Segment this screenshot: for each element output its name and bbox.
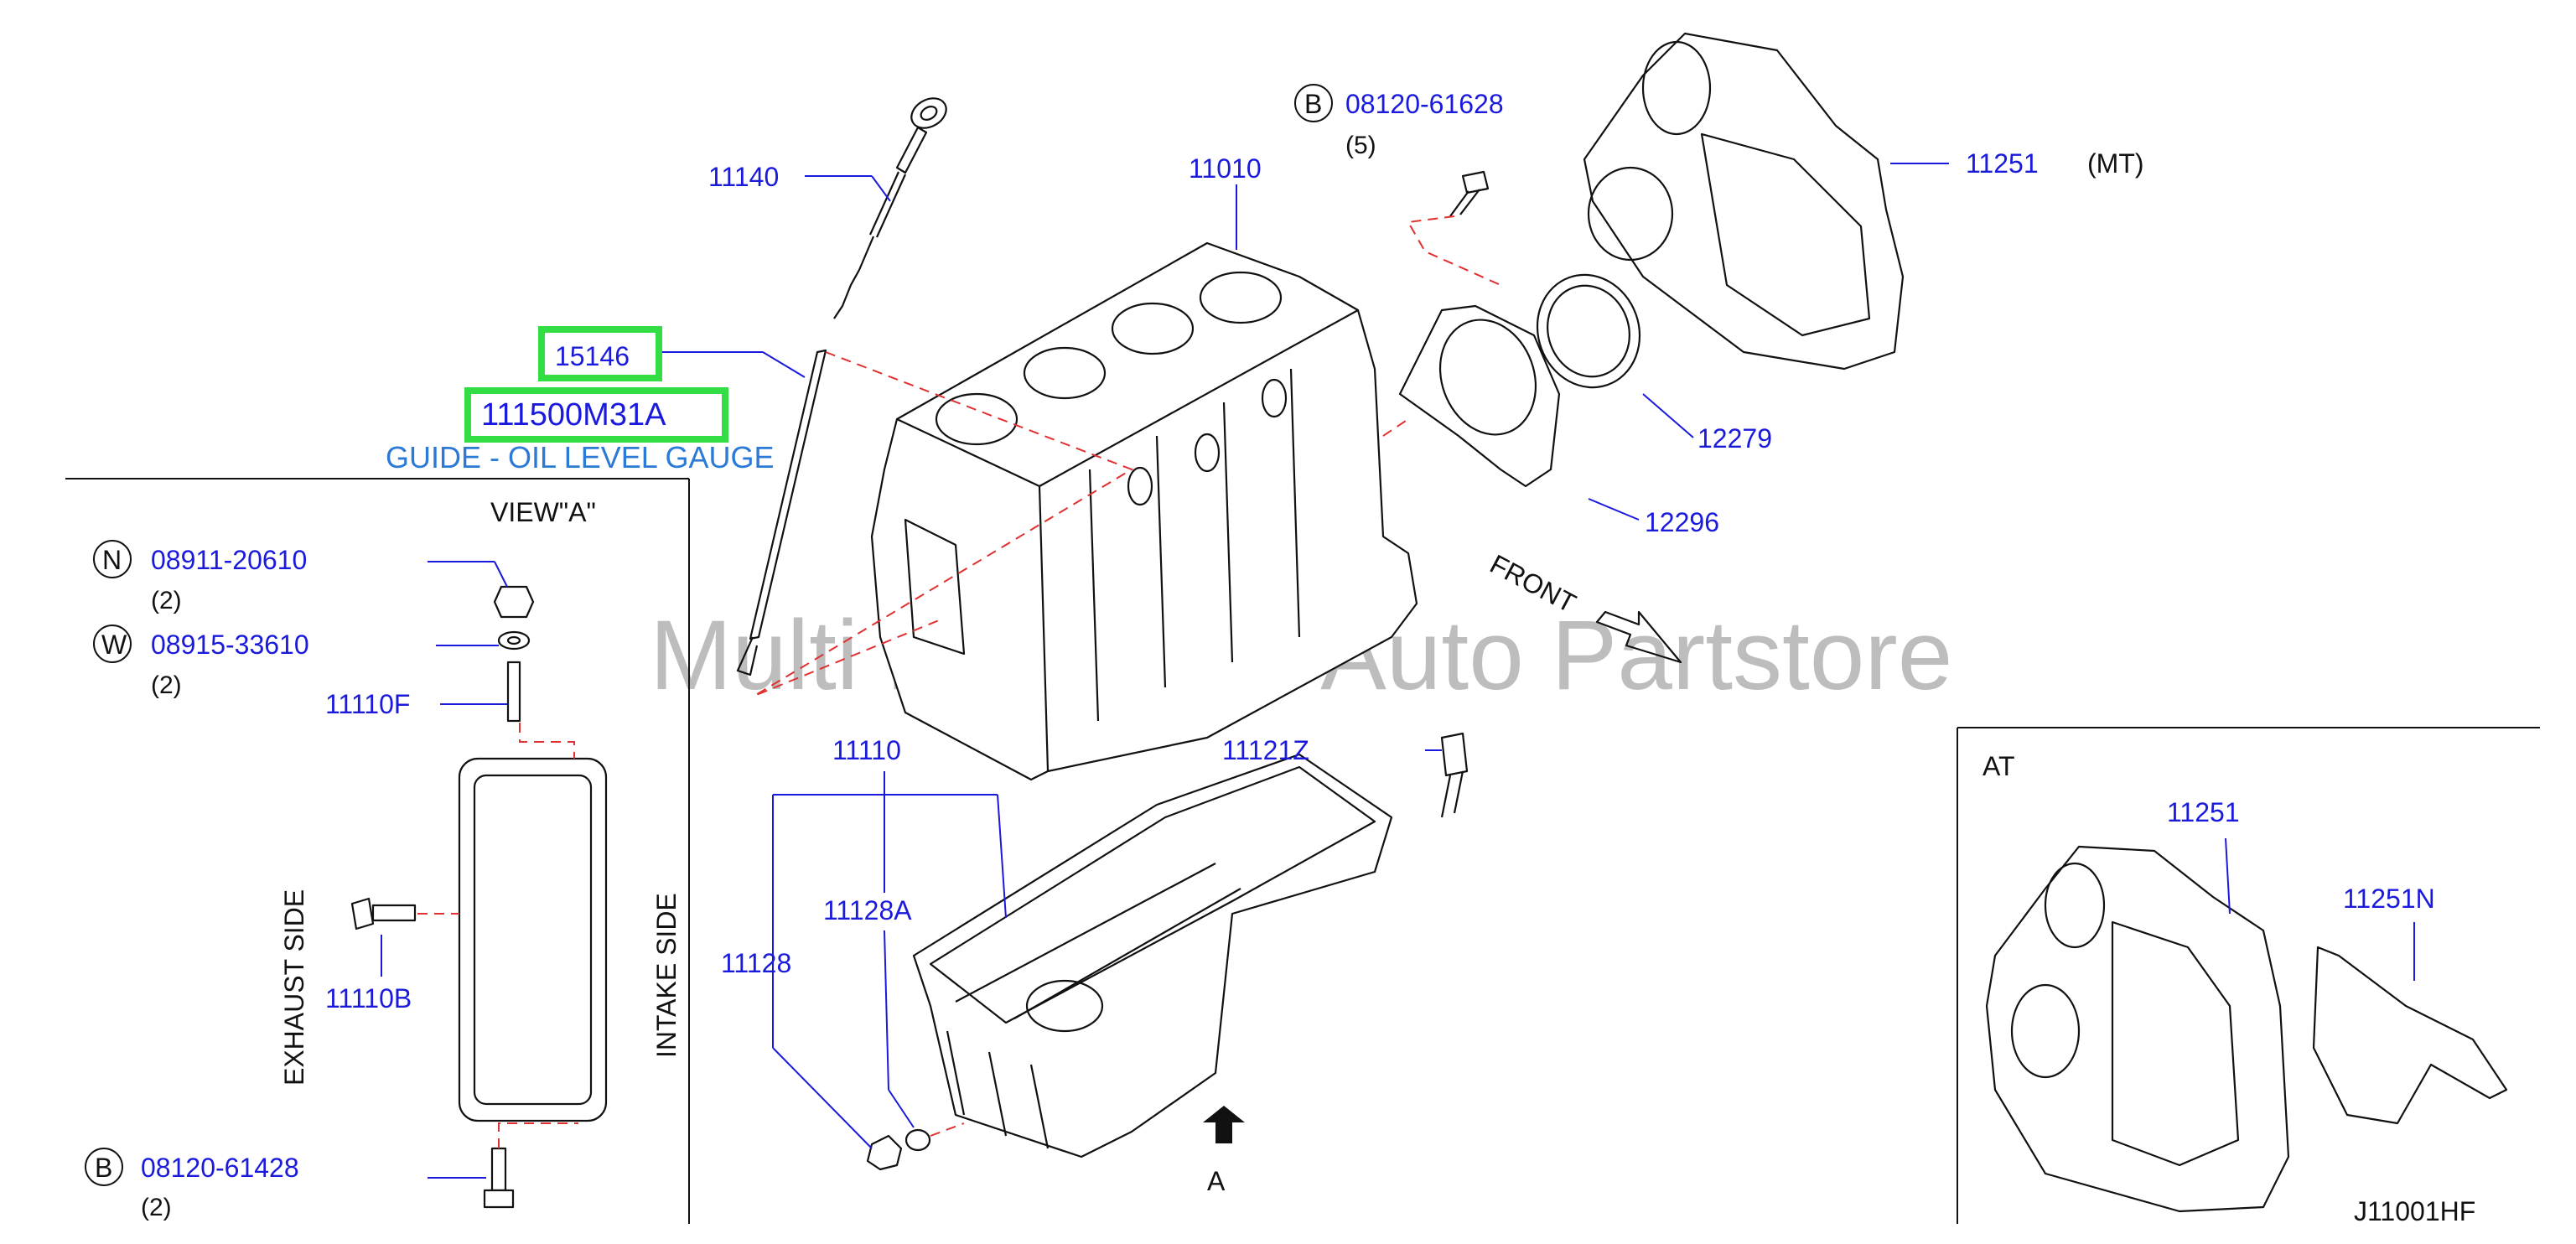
exhaust-side-label: EXHAUST SIDE bbox=[279, 889, 309, 1086]
bolt-b-bottom-badge bbox=[85, 1148, 123, 1186]
nut-number[interactable]: 08911-20610 bbox=[151, 545, 307, 575]
oil-level-gauge-drawing bbox=[833, 97, 947, 319]
view-a-assembly-line-top bbox=[519, 723, 575, 759]
view-a-title: VIEW"A" bbox=[490, 497, 596, 527]
front-arrow bbox=[1595, 610, 1682, 664]
bolt-b-bottom-number[interactable]: 08120-61428 bbox=[141, 1153, 299, 1183]
cylinder-block-drawing bbox=[870, 241, 1418, 781]
part-11110b-label[interactable]: 11110B bbox=[325, 983, 412, 1013]
part-12296-label[interactable]: 12296 bbox=[1645, 507, 1719, 537]
drain-plug-drawing bbox=[866, 1128, 931, 1171]
highlight-111500m31a bbox=[464, 387, 728, 443]
part-11251-label[interactable]: 11251 bbox=[1966, 148, 2039, 179]
leader-lines bbox=[381, 163, 2415, 1179]
bolt-b-top-number[interactable]: 08120-61628 bbox=[1345, 89, 1504, 119]
rear-plate-mt-drawing bbox=[1583, 32, 1905, 371]
bolt-b-top-badge bbox=[1294, 84, 1333, 122]
rear-seal-retainer-drawing bbox=[1398, 304, 1561, 488]
assembly-line-bolt bbox=[1407, 215, 1501, 286]
nut-qty: (2) bbox=[151, 587, 182, 614]
washer-w-letter: W bbox=[101, 630, 127, 660]
part-11128-label[interactable]: 11128 bbox=[721, 948, 791, 978]
oil-pan-drawing bbox=[912, 753, 1393, 1158]
view-a-assembly-line-bottom bbox=[498, 1122, 578, 1148]
bolt-top-drawing bbox=[1449, 170, 1490, 217]
part-11110f-label[interactable]: 11110F bbox=[325, 689, 410, 719]
part-15146-label[interactable]: 15146 bbox=[555, 341, 630, 371]
view-a-side-bolt-drawing bbox=[350, 897, 417, 930]
arrow-a-label: A bbox=[1207, 1166, 1226, 1196]
view-a-bottom-bolt-drawing bbox=[483, 1147, 515, 1209]
nut-n-badge bbox=[93, 540, 132, 578]
at-frame bbox=[1957, 727, 2540, 1224]
view-a-washer-drawing bbox=[497, 630, 531, 651]
bolt-b-top-qty: (5) bbox=[1345, 132, 1376, 159]
washer-qty: (2) bbox=[151, 671, 182, 699]
bolt-b-top-letter: B bbox=[1304, 89, 1322, 119]
oil-gauge-guide-drawing bbox=[736, 349, 827, 676]
highlight-15146 bbox=[538, 326, 662, 381]
part-12279-label[interactable]: 12279 bbox=[1697, 423, 1772, 454]
bolt-b-bottom-qty: (2) bbox=[141, 1194, 172, 1221]
oil-sensor-drawing bbox=[1440, 732, 1469, 818]
part-11121z-label[interactable]: 11121Z bbox=[1222, 735, 1309, 765]
oil-pan-gasket-drawing bbox=[458, 757, 608, 1122]
view-a-nut-drawing bbox=[493, 585, 535, 619]
part-11128a-label[interactable]: 11128A bbox=[823, 895, 912, 925]
assembly-line-drain bbox=[930, 1122, 965, 1137]
washer-w-badge bbox=[93, 625, 132, 663]
at-part-11251-label[interactable]: 11251 bbox=[2167, 797, 2240, 827]
part-11110-label[interactable]: 11110 bbox=[832, 735, 901, 765]
nut-n-letter: N bbox=[102, 545, 122, 575]
part-11140-label[interactable]: 11140 bbox=[708, 162, 779, 192]
at-title: AT bbox=[1983, 751, 2015, 781]
rear-plate-at-drawing bbox=[1985, 845, 2290, 1213]
view-a-frame bbox=[65, 478, 690, 1224]
at-part-11251n-label[interactable]: 11251N bbox=[2343, 884, 2435, 914]
diagram-code: J11001HF bbox=[2354, 1196, 2475, 1226]
washer-number[interactable]: 08915-33610 bbox=[151, 630, 309, 660]
mt-label: (MT) bbox=[2087, 148, 2144, 179]
view-a-arrow bbox=[1203, 1106, 1245, 1143]
rear-plate-cover-at-drawing bbox=[2312, 946, 2508, 1125]
view-a-stud-drawing bbox=[506, 661, 521, 723]
part-11010-label[interactable]: 11010 bbox=[1189, 153, 1262, 184]
guide-oil-level-gauge-label: GUIDE - OIL LEVEL GAUGE bbox=[386, 440, 774, 474]
bolt-b-bottom-letter: B bbox=[95, 1153, 112, 1183]
part-111500m31a-label[interactable]: 111500M31A bbox=[481, 397, 666, 433]
rear-oil-seal-drawing bbox=[1536, 273, 1641, 389]
intake-side-label: INTAKE SIDE bbox=[651, 893, 682, 1058]
assembly-line-seal bbox=[1382, 418, 1409, 437]
